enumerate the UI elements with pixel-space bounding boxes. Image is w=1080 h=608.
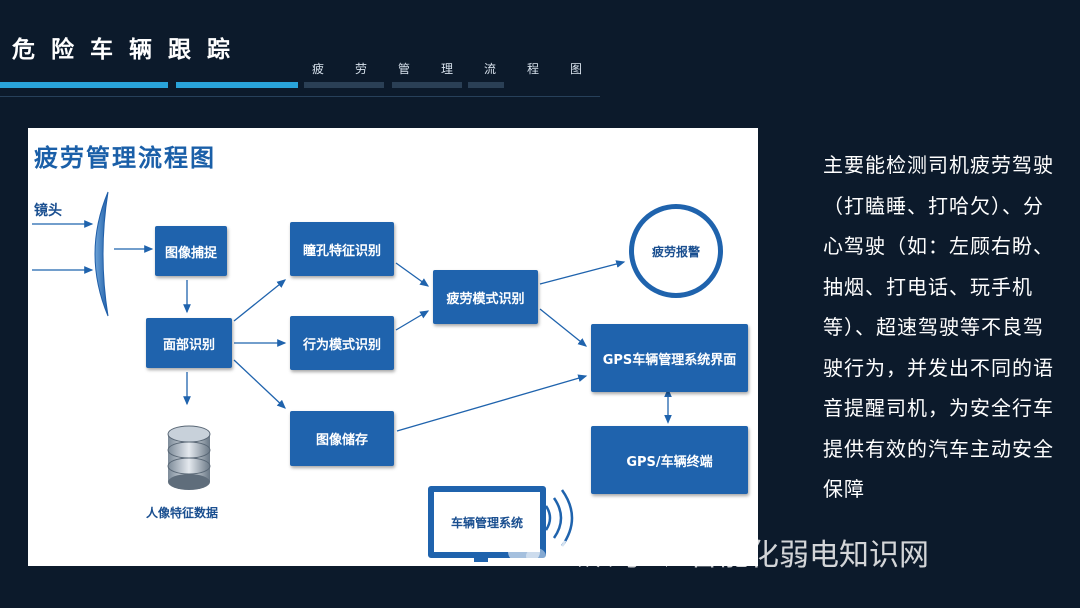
header-bar-4 [392,82,462,88]
watermark-account-label: 公众号 [554,538,644,573]
camera-lens-icon [94,191,109,317]
node-image-capture: 图像捕捉 [155,226,227,276]
node-gps-interface: GPS车辆管理系统界面 [591,324,748,392]
flow-connectors [32,191,672,562]
watermark-account-name: 智能化弱电知识网 [689,538,929,573]
node-gps-terminal: GPS/车辆终端 [591,426,748,494]
header-title: 危险车辆跟踪 [12,37,246,63]
node-image-storage: 图像储存 [290,411,394,466]
arrow-face-pupil [233,279,287,322]
header-bar-3 [304,82,384,88]
diagram-title: 疲劳管理流程图 [34,144,216,172]
header-subtitle: 疲劳管理流程图 [312,62,614,76]
description-text: 主要能检测司机疲劳驾驶（打瞌睡、打哈欠）、分心驾驶（如：左顾右盼、抽烟、打电话、… [823,153,1054,501]
camera-label: 镜头 [34,203,62,219]
node-face-recognition: 面部识别 [146,318,232,368]
watermark: 公众号 智能化弱电知识网 [508,530,929,574]
header-rule [0,96,600,97]
node-fatigue-alarm: 疲劳报警 [629,204,723,298]
arrow-pupil-fatigue [395,262,430,287]
arrow-storage-gps [396,374,588,432]
arrow-fatigue-alarm [539,260,626,285]
arrow-fatigue-gps [539,308,588,347]
header-bar-2 [176,82,298,88]
watermark-divider [666,537,667,567]
header-bar-5 [468,82,504,88]
arrow-behavior-fatigue [395,310,430,331]
node-behavior-pattern: 行为模式识别 [290,316,394,370]
database-label: 人像特征数据 [146,506,219,520]
wechat-icon [508,540,546,564]
diagram-panel: 疲劳管理流程图 [28,128,758,566]
node-fatigue-pattern: 疲劳模式识别 [433,270,538,324]
wireless-icon [544,489,574,547]
database-icon [167,425,211,490]
arrow-face-storage [233,359,286,409]
node-pupil-features: 瞳孔特征识别 [290,222,394,276]
header-bar-1 [0,82,168,88]
